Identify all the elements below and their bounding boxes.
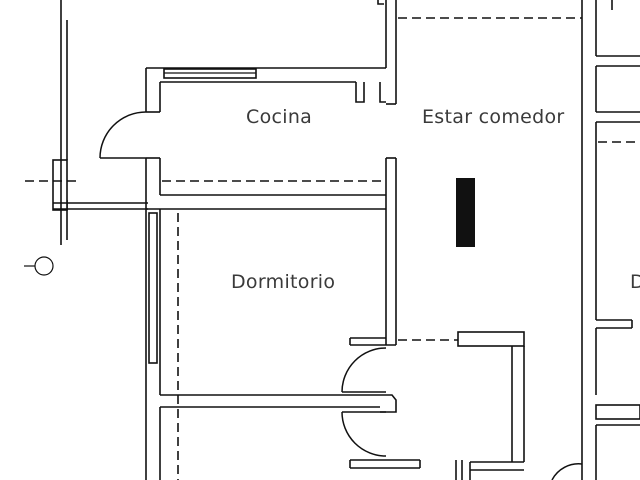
room-label-bedroom: Dormitorio xyxy=(231,271,335,293)
column xyxy=(456,178,475,247)
bedroom-walls xyxy=(145,209,396,480)
room-label-living-dining: Estar comedor xyxy=(422,106,565,128)
section-marker xyxy=(24,180,80,276)
kitchen-walls xyxy=(99,0,387,210)
hall-doors xyxy=(341,331,583,480)
room-label-right-partial: D xyxy=(630,271,640,293)
living-walls xyxy=(385,0,583,480)
left-exterior-walls xyxy=(52,0,148,245)
room-label-kitchen: Cocina xyxy=(246,106,312,128)
right-side-walls xyxy=(595,0,640,480)
